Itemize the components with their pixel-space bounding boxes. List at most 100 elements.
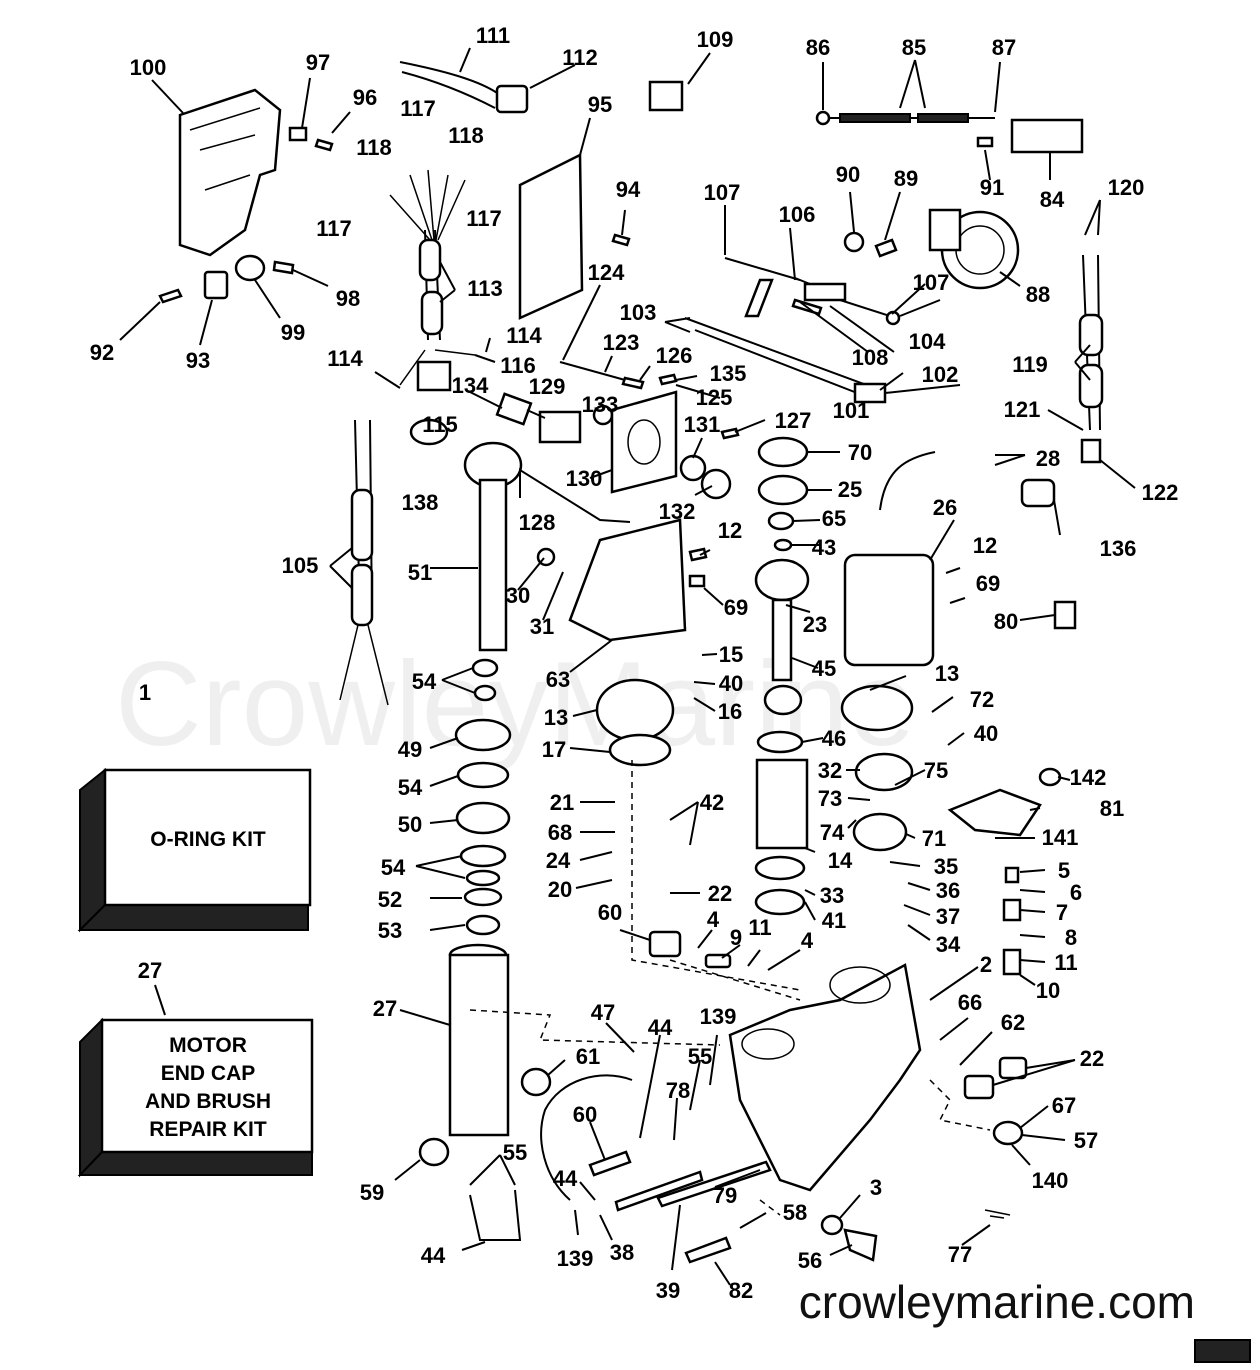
callout-label: 84	[1040, 187, 1065, 212]
callout-label: 103	[620, 300, 657, 325]
callout-label: 39	[656, 1278, 680, 1303]
callout-label: 138	[402, 490, 439, 515]
callout-label: 4	[801, 928, 814, 953]
callout-label: 141	[1042, 825, 1079, 850]
callout-label: 11	[748, 915, 771, 940]
callout-label: 117	[316, 216, 352, 241]
callout-label: 113	[467, 276, 503, 301]
callout-label: 105	[282, 553, 319, 578]
callout-label: 98	[336, 286, 360, 311]
callout-label: 60	[573, 1102, 597, 1127]
callout-label: 44	[648, 1015, 673, 1040]
motor-repair-kit-box: MOTOR END CAP AND BRUSH REPAIR KIT	[77, 1017, 314, 1178]
callout-label: 50	[398, 812, 422, 837]
callout-label: 115	[422, 412, 458, 437]
callout-label: 104	[909, 329, 946, 354]
kit-number-1: 1	[139, 680, 151, 705]
callout-label: 89	[894, 166, 918, 191]
callout-label: 21	[550, 790, 574, 815]
callout-label: 112	[562, 45, 598, 70]
o-ring-kit-box: O-RING KIT	[77, 767, 312, 933]
callout-label: 69	[976, 571, 1000, 596]
callout-label: 58	[783, 1200, 807, 1225]
callout-label: 4	[707, 907, 720, 932]
callout-label: 96	[353, 85, 377, 110]
callout-label: 13	[544, 705, 568, 730]
callout-label: 11	[1054, 950, 1077, 975]
callout-label: 142	[1070, 765, 1107, 790]
callout-label: 12	[718, 518, 742, 543]
callout-label: 55	[688, 1044, 712, 1069]
callout-label: 109	[697, 27, 734, 52]
callout-label: 78	[666, 1078, 690, 1103]
callout-label: 108	[852, 345, 889, 370]
callout-label: 70	[848, 440, 872, 465]
callout-label: 123	[603, 330, 640, 355]
callout-labels: 100 97 96 111 112 109 86 85 87 117 118 1…	[90, 23, 1179, 1303]
callout-label: 82	[729, 1278, 753, 1303]
callout-label: 85	[902, 35, 926, 60]
callout-label: 139	[557, 1246, 594, 1271]
leader-lines	[119, 47, 1136, 1286]
footer-url: crowleymarine.com	[799, 1276, 1195, 1328]
kit-number-27: 27	[138, 958, 162, 983]
callout-label: 46	[822, 726, 846, 751]
callout-label: 5	[1058, 858, 1070, 883]
callout-label: 132	[659, 499, 696, 524]
callout-label: 7	[1056, 900, 1068, 925]
callout-label: 24	[546, 848, 571, 873]
callout-label: 43	[812, 535, 836, 560]
assembly-lines	[469, 760, 991, 1216]
callout-label: 3	[870, 1175, 882, 1200]
callout-label: 107	[704, 180, 741, 205]
callout-label: 117	[400, 96, 436, 121]
callout-label: 107	[913, 270, 950, 295]
callout-label: 15	[719, 642, 743, 667]
corner-mark	[1194, 1339, 1251, 1363]
o-ring-kit-label: O-RING KIT	[150, 828, 266, 851]
callout-label: 60	[598, 900, 622, 925]
callout-label: 33	[820, 883, 844, 908]
callout-label: 93	[186, 348, 210, 373]
callout-label: 12	[973, 533, 997, 558]
callout-label: 49	[398, 737, 422, 762]
callout-label: 30	[506, 583, 530, 608]
callout-label: 45	[812, 656, 836, 681]
callout-label: 128	[519, 510, 556, 535]
callout-label: 14	[828, 848, 853, 873]
callout-label: 28	[1036, 446, 1060, 471]
callout-label: 2	[980, 952, 992, 977]
callout-label: 44	[553, 1166, 578, 1191]
callout-label: 88	[1026, 282, 1050, 307]
callout-label: 86	[806, 35, 830, 60]
callout-label: 126	[656, 343, 693, 368]
callout-label: 68	[548, 820, 572, 845]
callout-label: 17	[542, 737, 566, 762]
motor-kit-line-1: MOTOR	[169, 1034, 247, 1057]
callout-label: 92	[90, 340, 114, 365]
callout-label: 136	[1100, 536, 1137, 561]
callout-label: 32	[818, 758, 842, 783]
callout-label: 72	[970, 687, 994, 712]
callout-label: 34	[936, 932, 961, 957]
callout-label: 99	[281, 320, 305, 345]
callout-label: 77	[948, 1242, 972, 1267]
callout-label: 54	[412, 669, 437, 694]
callout-label: 56	[798, 1248, 822, 1273]
callout-label: 118	[448, 123, 484, 148]
callout-label: 97	[306, 50, 330, 75]
callout-label: 117	[466, 206, 502, 231]
callout-label: 127	[775, 408, 812, 433]
callout-label: 44	[421, 1243, 446, 1268]
callout-label: 52	[378, 887, 402, 912]
callout-label: 120	[1108, 175, 1145, 200]
callout-label: 80	[994, 609, 1018, 634]
callout-label: 114	[506, 323, 542, 348]
callout-label: 42	[700, 790, 724, 815]
callout-label: 47	[591, 1000, 615, 1025]
callout-label: 8	[1065, 925, 1077, 950]
callout-label: 22	[1080, 1046, 1104, 1071]
callout-label: 124	[588, 260, 625, 285]
callout-label: 27	[373, 996, 397, 1021]
callout-label: 62	[1001, 1010, 1025, 1035]
